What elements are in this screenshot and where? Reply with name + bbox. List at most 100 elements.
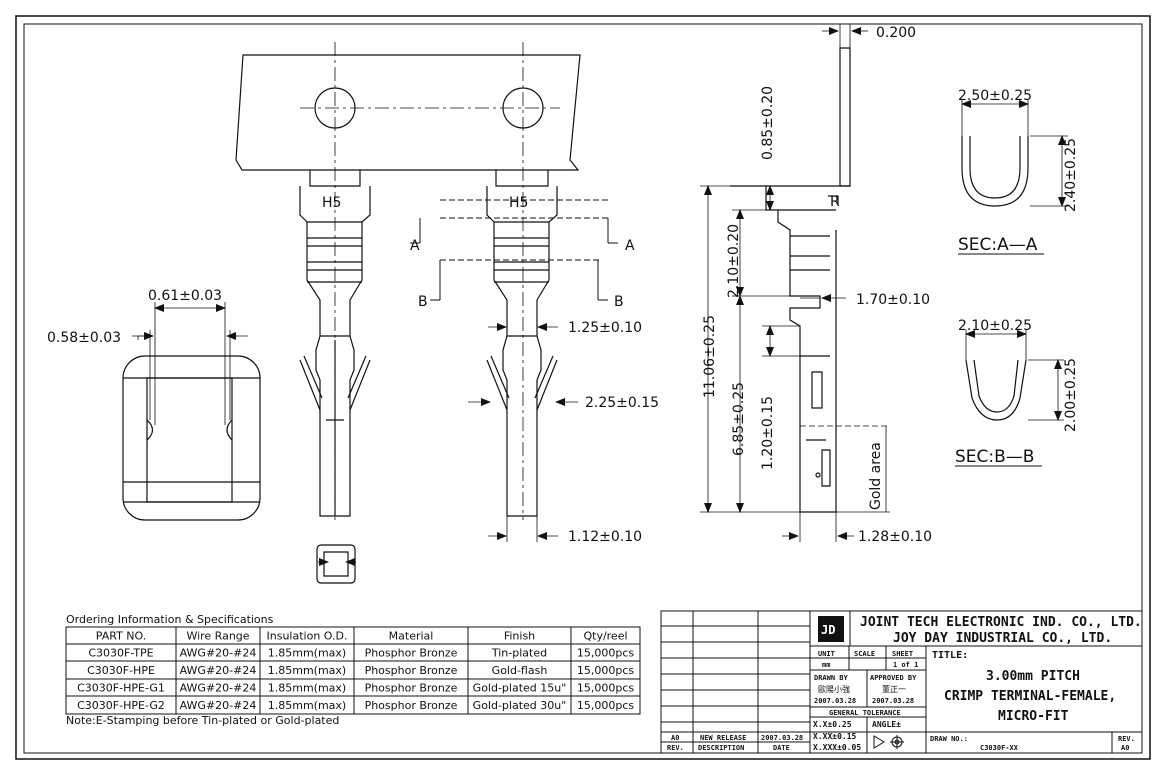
unit-label: UNIT bbox=[818, 650, 835, 658]
table-cell: AWG#20-#24 bbox=[180, 647, 257, 660]
drawn-date: 2007.03.28 bbox=[814, 697, 856, 705]
dim-sec-b-width: 2.10±0.25 bbox=[958, 318, 1032, 334]
table-cell: Phosphor Bronze bbox=[365, 647, 458, 660]
dim-lines-section-b bbox=[965, 330, 1064, 421]
table-cell: Tin-plated bbox=[491, 647, 547, 660]
rev-box-value: A0 bbox=[1121, 744, 1129, 752]
angle-label: ANGLE± bbox=[872, 720, 901, 729]
cut-a-left: A bbox=[410, 238, 420, 254]
hole-mark-2: H5 bbox=[509, 195, 528, 211]
table-cell: 15,000pcs bbox=[577, 647, 635, 660]
scale-label: SCALE bbox=[854, 650, 875, 658]
ordering-note: Note:E-Stamping before Tin-plated or Gol… bbox=[66, 714, 339, 727]
unit-value: mm bbox=[822, 661, 830, 669]
dim-2-10: 2.10±0.20 bbox=[726, 224, 742, 298]
table-header-cell: Wire Range bbox=[186, 630, 249, 643]
approved-date: 2007.03.28 bbox=[872, 697, 914, 705]
section-b-label: SEC:B—B bbox=[955, 447, 1034, 467]
dim-thickness: 0.200 bbox=[876, 25, 916, 41]
table-header-cell: Finish bbox=[504, 630, 535, 643]
hole-mark-1: H5 bbox=[322, 195, 341, 211]
rev-code: A0 bbox=[671, 734, 679, 742]
table-cell: C3030F-TPE bbox=[88, 647, 153, 660]
dim-1-12: 1.12±0.10 bbox=[568, 529, 642, 545]
table-header-cell: Material bbox=[389, 630, 434, 643]
table-cell: 15,000pcs bbox=[577, 699, 635, 712]
title-line-2: CRIMP TERMINAL-FEMALE, bbox=[944, 689, 1116, 704]
dim-0-85: 0.85±0.20 bbox=[760, 86, 776, 160]
title-label: TITLE: bbox=[932, 650, 968, 661]
title-block-grid bbox=[661, 611, 1142, 753]
gold-area-label: Gold area bbox=[868, 442, 884, 510]
section-cut-lines bbox=[410, 200, 618, 300]
desc-header: DESCRIPTION bbox=[698, 744, 744, 752]
dim-1-28: 1.28±0.10 bbox=[858, 529, 932, 545]
table-header-cell: Qty/reel bbox=[583, 630, 627, 643]
dim-1-70: 1.70±0.10 bbox=[856, 292, 930, 308]
title-line-3: MICRO-FIT bbox=[998, 709, 1069, 724]
table-header-cell: PART NO. bbox=[96, 630, 146, 643]
table-cell: 1.85mm(max) bbox=[268, 682, 346, 695]
table-header-cell: Insulation O.D. bbox=[267, 630, 348, 643]
side-mark: R bbox=[830, 194, 840, 210]
cut-b-right: B bbox=[614, 294, 624, 310]
table-cell: Phosphor Bronze bbox=[365, 682, 458, 695]
title-line-1: 3.00mm PITCH bbox=[986, 669, 1080, 684]
ordering-table-grid bbox=[66, 627, 640, 714]
rev-header: REV. bbox=[667, 744, 684, 752]
projection-symbol-icon bbox=[874, 735, 904, 749]
dim-sec-a-height: 2.40±0.25 bbox=[1063, 138, 1079, 212]
sheet-value: 1 of 1 bbox=[893, 661, 918, 669]
sheet-border-inner bbox=[24, 24, 1142, 753]
table-cell: AWG#20-#24 bbox=[180, 664, 257, 677]
company-logo: JD bbox=[818, 616, 844, 642]
cut-a-right: A bbox=[625, 238, 635, 254]
table-cell: C3030F-HPE-G1 bbox=[77, 682, 165, 695]
dim-lines-side bbox=[700, 24, 890, 542]
dim-lines-end bbox=[132, 302, 356, 566]
table-cell: AWG#20-#24 bbox=[180, 699, 257, 712]
table-cell: C3030F-HPE-G2 bbox=[77, 699, 165, 712]
section-b-view bbox=[966, 360, 1026, 420]
dim-lines-section-a bbox=[961, 100, 1068, 207]
rev-box-label: REV. bbox=[1118, 735, 1135, 743]
dim-0-61: 0.61±0.03 bbox=[148, 288, 222, 304]
tolerance-label: GENERAL TOLERANCE bbox=[829, 709, 901, 717]
table-cell: AWG#20-#24 bbox=[180, 682, 257, 695]
table-cell: 1.85mm(max) bbox=[268, 664, 346, 677]
table-cell: Gold-flash bbox=[492, 664, 548, 677]
table-cell: 1.85mm(max) bbox=[268, 647, 346, 660]
dim-1-20: 1.20±0.15 bbox=[760, 396, 776, 470]
sheet-border-outer bbox=[16, 16, 1150, 759]
table-cell: 15,000pcs bbox=[577, 664, 635, 677]
table-cell: Phosphor Bronze bbox=[365, 664, 458, 677]
tolerance-1: X.X±0.25 bbox=[813, 720, 852, 729]
cut-b-left: B bbox=[418, 294, 428, 310]
dim-lines-front bbox=[468, 323, 578, 542]
ordering-table: PART NO. Wire Range Insulation O.D. Materia… bbox=[77, 630, 634, 713]
company-name-1: JOINT TECH ELECTRONIC IND. CO., LTD. bbox=[860, 615, 1142, 630]
dim-0-58: 0.58±0.03 bbox=[47, 330, 121, 346]
section-a-label: SEC:A—A bbox=[958, 235, 1038, 255]
dim-sec-b-height: 2.00±0.25 bbox=[1063, 358, 1079, 432]
sheet-label: SHEET bbox=[892, 650, 913, 658]
logo-text: JD bbox=[821, 623, 835, 637]
table-cell: C3030F-HPE bbox=[87, 664, 155, 677]
date-header: DATE bbox=[773, 744, 790, 752]
ordering-title: Ordering Information & Specifications bbox=[66, 613, 274, 626]
draw-no-label: DRAW NO.: bbox=[930, 735, 968, 743]
approved-by-name: 董正一 bbox=[882, 684, 906, 694]
tolerance-3: X.XXX±0.05 bbox=[813, 743, 861, 752]
side-view bbox=[730, 48, 850, 512]
drawn-by-name: 歐陽小強 bbox=[818, 684, 850, 694]
front-view-left bbox=[236, 55, 580, 516]
dim-11-06: 11.06±0.25 bbox=[702, 315, 718, 398]
dim-2-25: 2.25±0.15 bbox=[585, 395, 659, 411]
drawn-by-label: DRAWN BY bbox=[814, 674, 849, 682]
tolerance-2: X.XX±0.15 bbox=[813, 732, 857, 741]
table-cell: Gold-plated 30u" bbox=[473, 699, 567, 712]
table-cell: Phosphor Bronze bbox=[365, 699, 458, 712]
table-cell: 15,000pcs bbox=[577, 682, 635, 695]
company-name-2: JOY DAY INDUSTRIAL CO., LTD. bbox=[893, 631, 1112, 646]
